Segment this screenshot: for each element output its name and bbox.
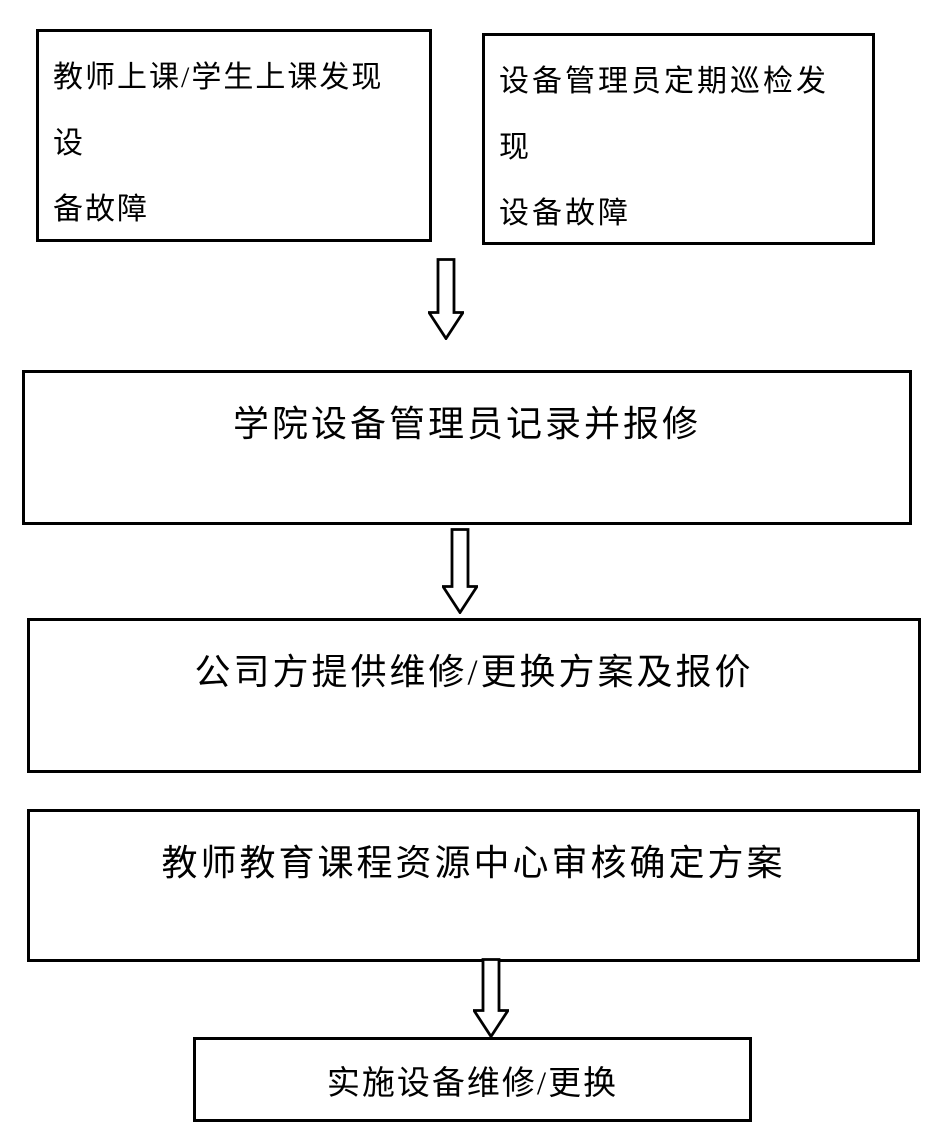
down-arrow-icon xyxy=(442,528,478,614)
flow-node-fault-found-in-class: 教师上课/学生上课发现设 备故障 xyxy=(36,29,432,242)
flow-node-label: 实施设备维修/更换 xyxy=(326,1065,619,1102)
flow-node-company-provides-plan-quote: 公司方提供维修/更换方案及报价 xyxy=(27,618,921,773)
flow-node-text-line: 教师上课/学生上课发现设 xyxy=(53,61,384,160)
flow-node-fault-found-inspection: 设备管理员定期巡检发现 设备故障 xyxy=(482,33,875,245)
flow-node-implement-repair-replace: 实施设备维修/更换 xyxy=(193,1037,752,1122)
flow-node-resource-center-review: 教师教育课程资源中心审核确定方案 xyxy=(27,809,920,962)
down-arrow-icon xyxy=(428,258,464,340)
flow-node-record-and-report: 学院设备管理员记录并报修 xyxy=(22,370,912,525)
flow-node-label: 教师教育课程资源中心审核确定方案 xyxy=(161,843,786,883)
flow-node-text-line: 备故障 xyxy=(53,193,149,226)
flow-node-label: 学院设备管理员记录并报修 xyxy=(232,404,701,444)
down-arrow-icon xyxy=(473,958,509,1038)
flow-node-text-line: 设备管理员定期巡检发现 xyxy=(499,65,829,164)
flow-node-label: 公司方提供维修/更换方案及报价 xyxy=(194,652,754,692)
flow-node-text-line: 设备故障 xyxy=(499,197,631,230)
